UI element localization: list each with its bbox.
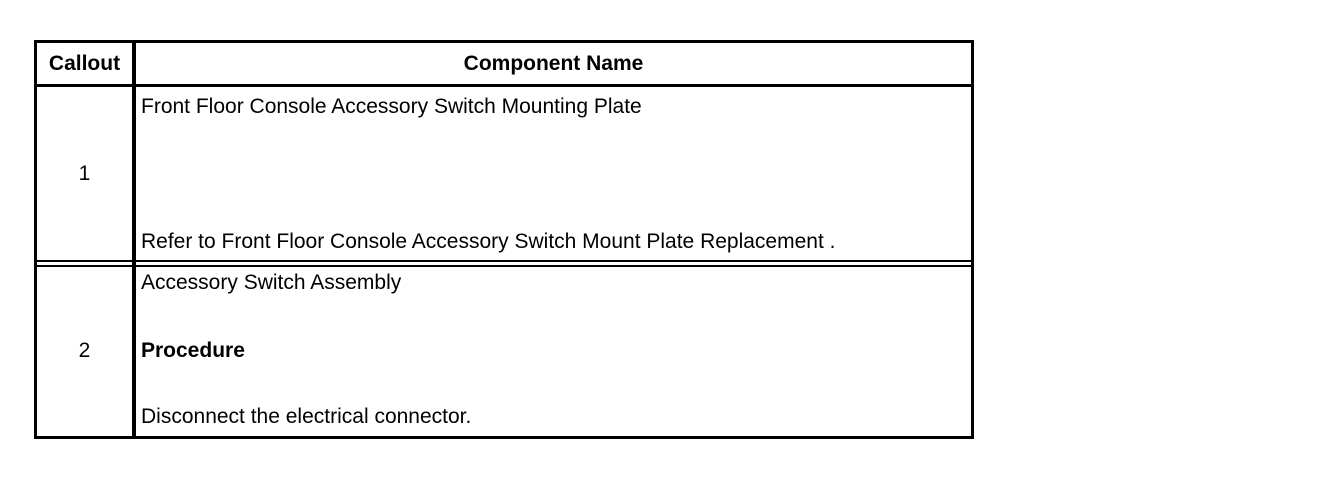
row-divider bbox=[37, 260, 971, 267]
component-table: Callout Component Name 1 Front Floor Con… bbox=[34, 40, 974, 439]
header-callout: Callout bbox=[48, 52, 121, 75]
row-1-callout: 1 bbox=[78, 162, 91, 185]
column-divider bbox=[132, 43, 136, 436]
row-2-procedure-heading: Procedure bbox=[141, 339, 245, 362]
header-component-name: Component Name bbox=[463, 52, 644, 75]
row-1-reference-note: Refer to Front Floor Console Accessory S… bbox=[141, 230, 836, 253]
row-1-component-name: Front Floor Console Accessory Switch Mou… bbox=[141, 95, 642, 118]
row-2-procedure-step: Disconnect the electrical connector. bbox=[141, 405, 472, 428]
row-2-callout: 2 bbox=[78, 339, 91, 362]
header-divider bbox=[37, 84, 971, 87]
row-2-component-name: Accessory Switch Assembly bbox=[141, 271, 402, 294]
